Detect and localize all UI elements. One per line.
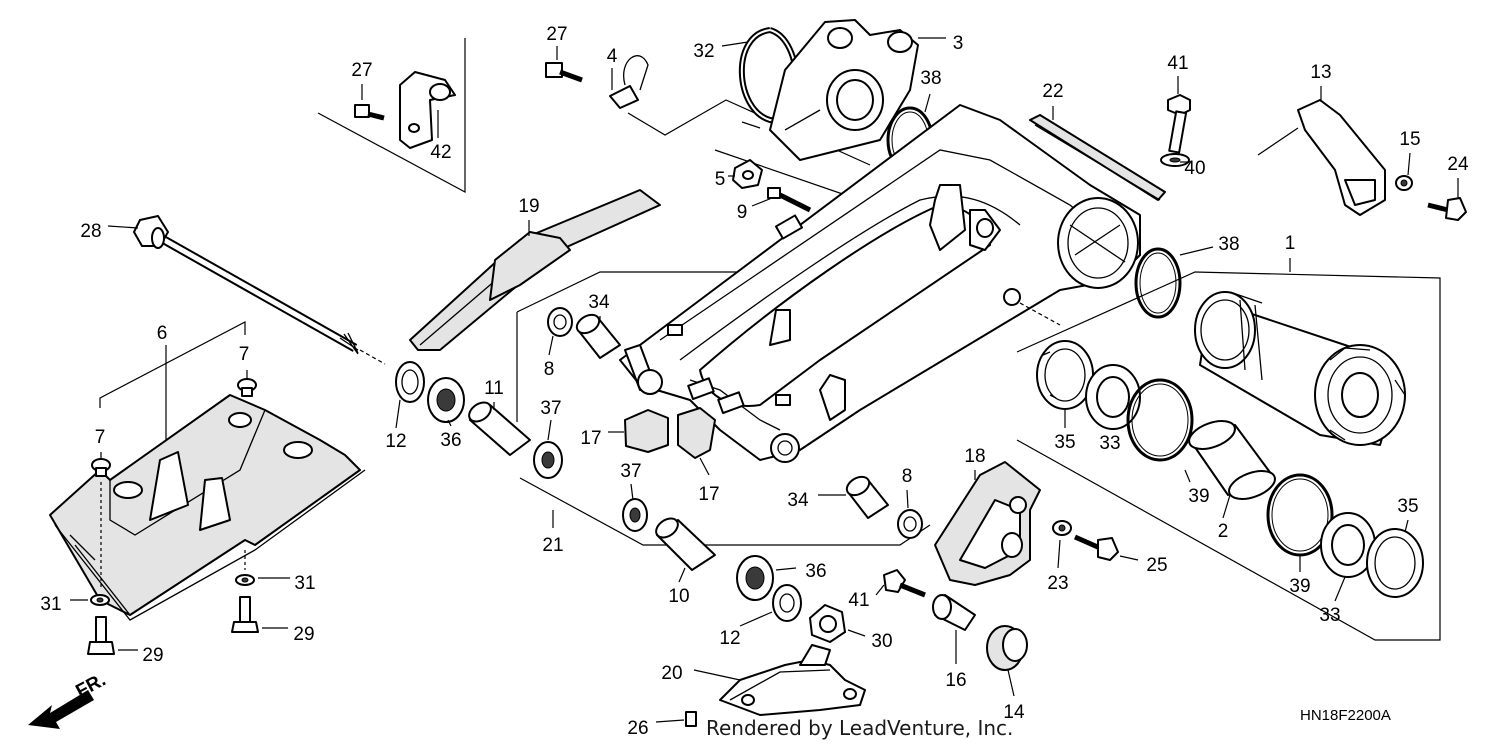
- collar-34-upper: [547, 307, 621, 359]
- diagram-code: HN18F2200A: [1300, 707, 1391, 724]
- chain-slider-19: [409, 189, 661, 351]
- callout-c37a: 37: [540, 398, 561, 419]
- callout-c38b: 38: [1218, 234, 1239, 255]
- callout-c39b: 39: [1289, 576, 1310, 597]
- callout-c23: 23: [1047, 573, 1068, 594]
- callout-c36a: 36: [440, 430, 461, 451]
- callout-c33b: 33: [1319, 605, 1340, 626]
- bolt-41-top: [1160, 76, 1192, 167]
- callout-c31a: 31: [294, 573, 315, 594]
- callout-c41b: 41: [848, 590, 869, 611]
- eccentric-hub-1: [1194, 291, 1406, 446]
- callout-c34a: 34: [588, 292, 610, 313]
- callout-c7a: 7: [239, 344, 250, 365]
- callout-c16: 16: [945, 670, 966, 691]
- callout-c38a: 38: [920, 68, 941, 89]
- callout-c1: 1: [1285, 233, 1296, 254]
- callout-layer: 1234567788910111212131415161717181920212…: [40, 24, 1469, 739]
- watermark: Rendered by LeadVenture, Inc.: [706, 716, 1014, 740]
- callout-c13: 13: [1310, 62, 1331, 83]
- callout-c6: 6: [157, 323, 168, 344]
- callout-c32: 32: [693, 41, 714, 62]
- callout-c29a: 29: [293, 624, 314, 645]
- callout-c27a: 27: [546, 24, 567, 45]
- callout-c4: 4: [607, 46, 618, 67]
- bearings-right: [1036, 340, 1424, 602]
- callout-c3: 3: [953, 33, 964, 54]
- callout-c7b: 7: [95, 427, 106, 448]
- callout-c20: 20: [661, 663, 682, 684]
- callout-c42: 42: [430, 142, 451, 163]
- callout-c9: 9: [737, 202, 748, 223]
- callout-c17b: 17: [698, 484, 719, 505]
- callout-c31b: 31: [40, 594, 61, 615]
- callout-c14: 14: [1003, 702, 1025, 723]
- callout-c26: 26: [627, 718, 648, 739]
- callout-c8a: 8: [544, 359, 555, 380]
- callout-c34b: 34: [787, 490, 809, 511]
- callout-c39a: 39: [1188, 486, 1209, 507]
- callout-c21: 21: [542, 535, 563, 556]
- pivot-left-parts: [395, 361, 563, 479]
- callout-c36b: 36: [805, 561, 826, 582]
- dampers-17: [608, 407, 716, 476]
- callout-c8b: 8: [902, 466, 913, 487]
- bolt-25: [1052, 520, 1139, 569]
- pivot-bolt-28: [107, 215, 386, 365]
- callout-c22: 22: [1042, 81, 1063, 102]
- callout-c19: 19: [518, 196, 539, 217]
- callout-c41a: 41: [1167, 53, 1188, 74]
- callout-c27b: 27: [351, 60, 372, 81]
- callout-c33a: 33: [1099, 433, 1120, 454]
- guard-strip-22: [1029, 106, 1166, 201]
- callout-c10: 10: [668, 586, 689, 607]
- front-arrow-icon: FR.: [28, 670, 109, 729]
- swingarm-frame: [619, 104, 1141, 463]
- callout-c11: 11: [484, 378, 504, 399]
- group-lines: [99, 38, 1441, 641]
- callout-c28: 28: [80, 221, 101, 242]
- chain-guard-20: [655, 644, 866, 727]
- callout-c12b: 12: [719, 628, 740, 649]
- callout-c37b: 37: [620, 461, 641, 482]
- callout-c40: 40: [1184, 158, 1205, 179]
- lower-pivot-16: [875, 569, 1028, 697]
- bracket-13: [1297, 86, 1467, 221]
- callout-c12a: 12: [385, 431, 406, 452]
- callout-c29b: 29: [142, 645, 163, 666]
- callout-c35a: 35: [1054, 432, 1075, 453]
- skid-plate-6: [49, 345, 366, 621]
- callout-c25: 25: [1146, 555, 1167, 576]
- callout-c15: 15: [1399, 129, 1420, 150]
- callout-c18: 18: [964, 446, 985, 467]
- callout-c35b: 35: [1397, 496, 1418, 517]
- callout-c24: 24: [1447, 154, 1469, 175]
- callout-c17a: 17: [580, 428, 601, 449]
- callout-c5: 5: [715, 169, 726, 190]
- bracket-42: [354, 71, 456, 149]
- collar-34-lower: [818, 475, 923, 539]
- top-cluster: [545, 19, 946, 213]
- chain-guide-18: [934, 461, 1041, 586]
- skid-plate-fasteners: [70, 370, 290, 655]
- callout-c2: 2: [1218, 521, 1229, 542]
- pivot-right-parts: [622, 483, 866, 643]
- callout-c30: 30: [871, 631, 892, 652]
- o-ring-38b: [1134, 247, 1182, 319]
